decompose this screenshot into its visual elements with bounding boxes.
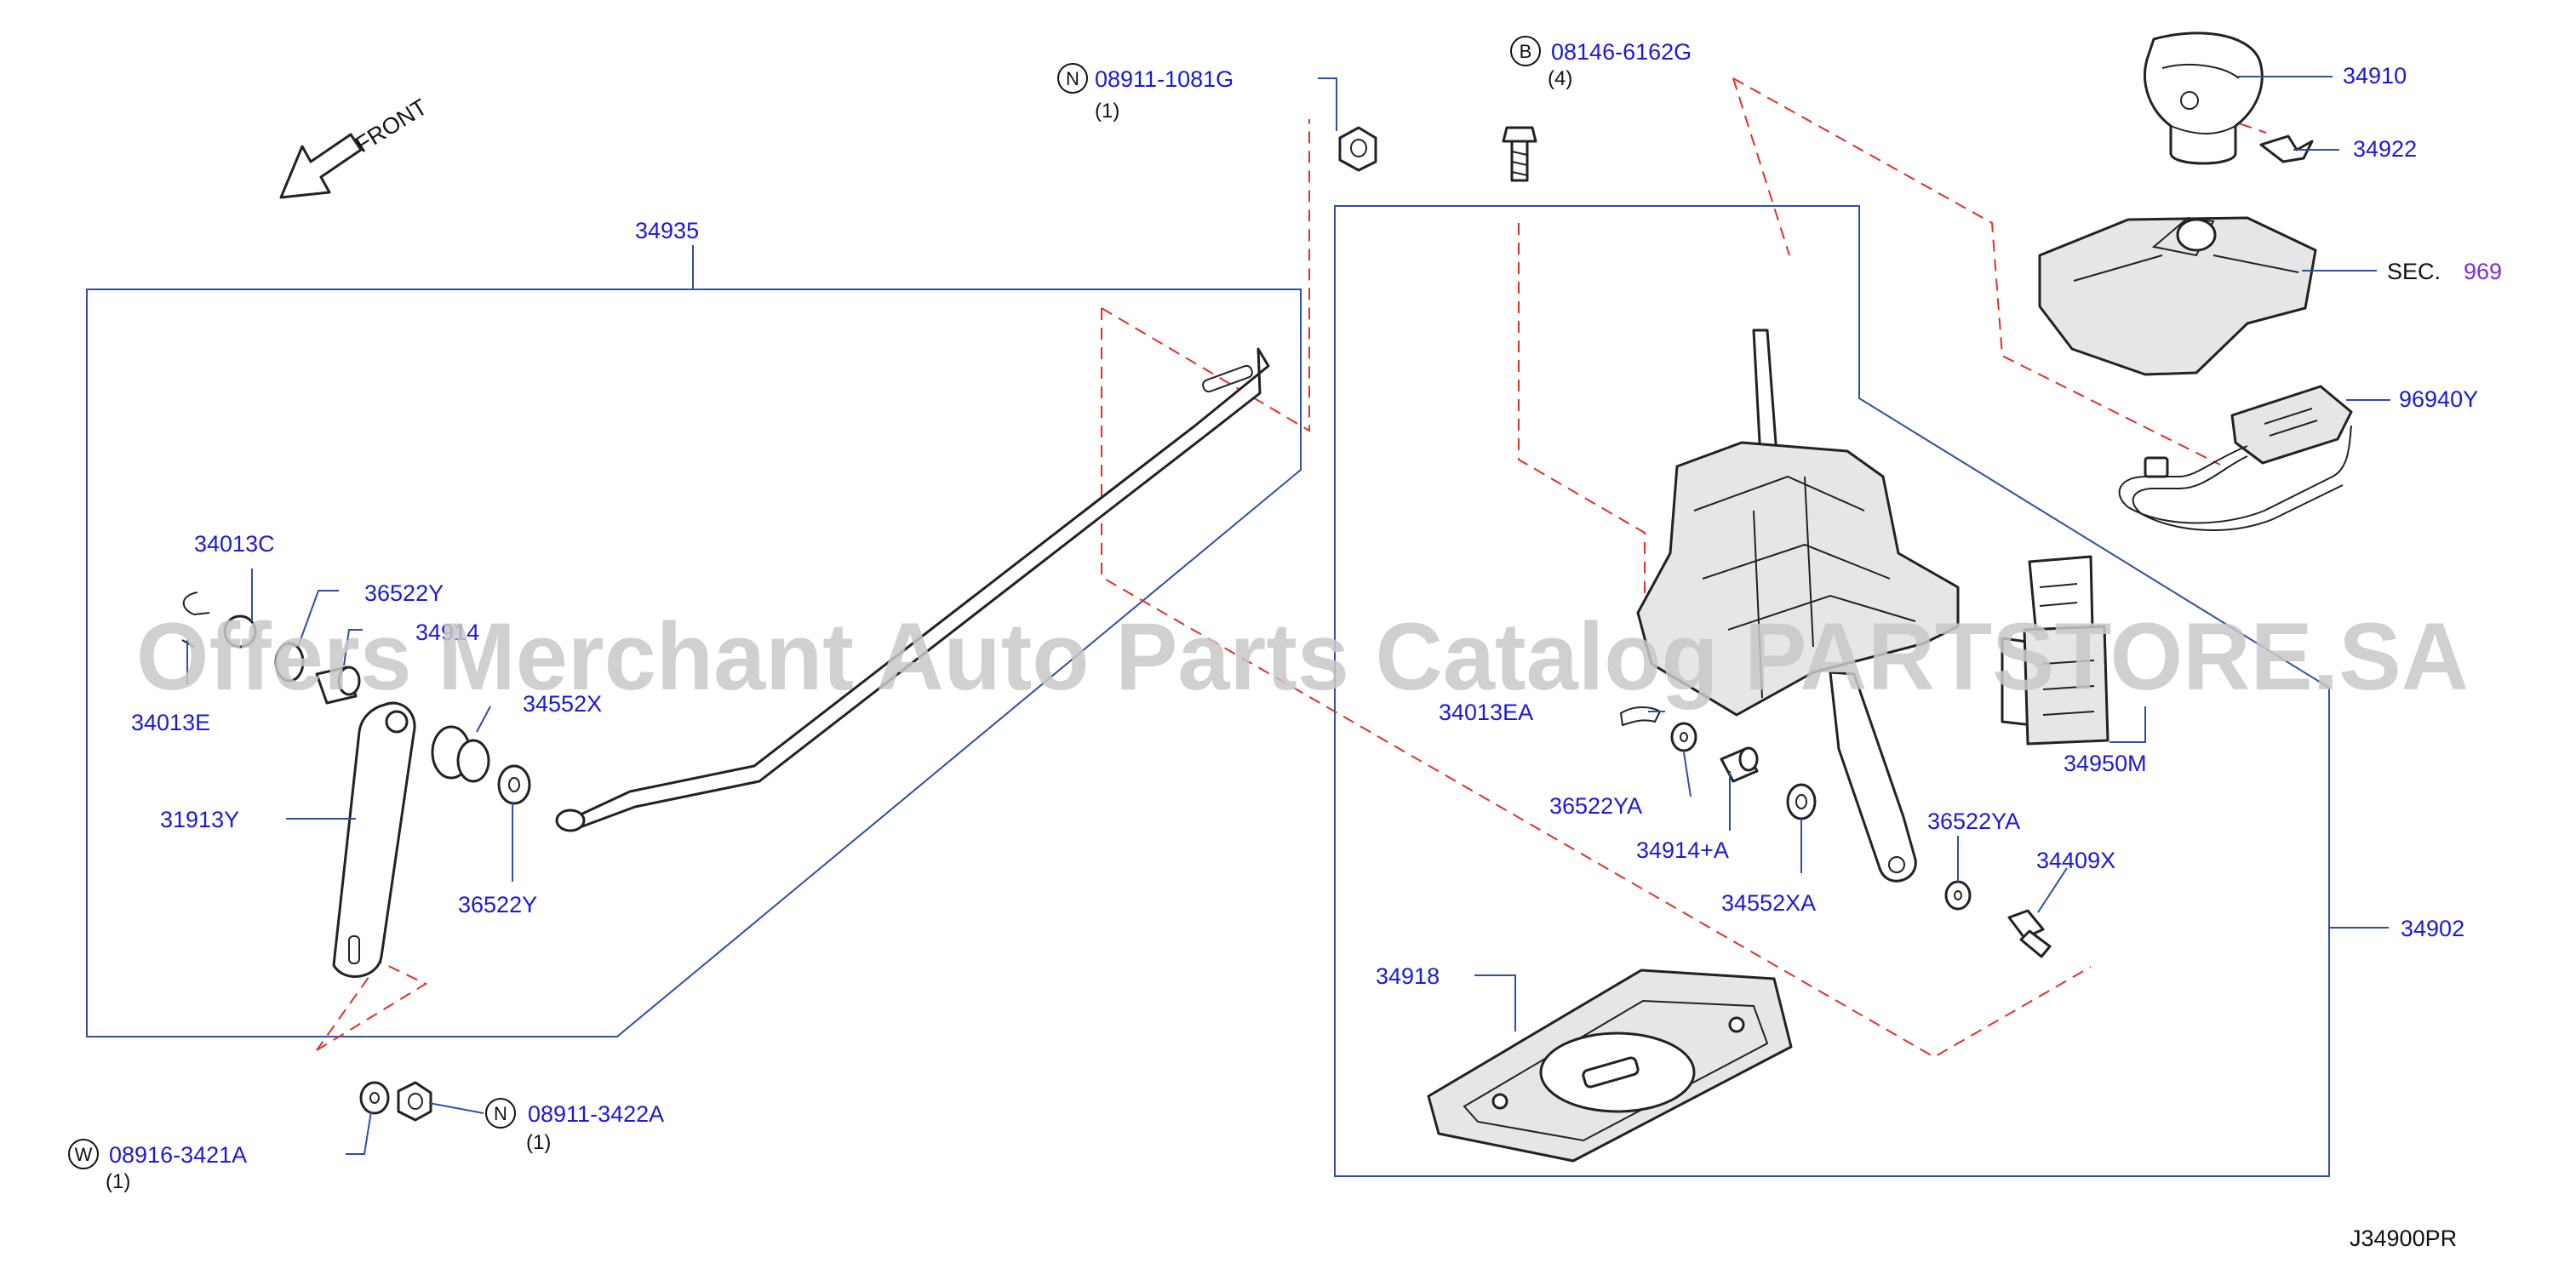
label-08911-3422A: 08911-3422A [528, 1101, 664, 1127]
label-34922: 34922 [2353, 136, 2417, 162]
label-34935: 34935 [635, 218, 699, 243]
shifter-mechanism [1636, 329, 1960, 883]
svg-text:B: B [1520, 41, 1532, 62]
label-969: 969 [2464, 259, 2502, 284]
qty-08911-1081G: (1) [1095, 100, 1119, 123]
label-34013C: 34013C [194, 531, 275, 557]
svg-text:W: W [75, 1144, 93, 1165]
label-34910: 34910 [2343, 63, 2407, 89]
label-08146-6162G: 08146-6162G [1551, 39, 1692, 65]
clip-34922 [2259, 134, 2314, 163]
label-34918: 34918 [1376, 963, 1440, 989]
control-rod-assembly-box [86, 245, 1302, 1037]
label-08911-1081G: 08911-1081G [1095, 66, 1234, 92]
shift-knob-34910 [2144, 31, 2264, 165]
qty-08146-6162G: (4) [1548, 67, 1572, 90]
label-34552X: 34552X [523, 691, 602, 717]
label-34902: 34902 [2401, 916, 2464, 941]
label-34409X: 34409X [2036, 848, 2115, 873]
label-36522Y-bottom: 36522Y [458, 892, 537, 917]
label-34013EA: 34013EA [1439, 700, 1533, 725]
badge-w-bottom: W [68, 1139, 99, 1169]
label-34552XA: 34552XA [1721, 890, 1816, 916]
diagram-id: J34900PR [2350, 1226, 2457, 1251]
callout-labels: 34935 34013C 36522Y 34914 34013E 34552X … [109, 39, 2502, 1168]
watermark: Offers Merchant Auto Parts Catalog PARTS… [136, 603, 2469, 710]
top-bolt [1502, 126, 1537, 182]
badges: N B N W [68, 36, 1541, 1169]
front-label: FRONT [351, 94, 432, 157]
alignment-lines [316, 77, 2267, 1059]
svg-text:N: N [1066, 68, 1079, 89]
indicator-96940Y [2118, 385, 2353, 531]
label-34950M: 34950M [2064, 751, 2147, 776]
badge-n-top: N [1057, 63, 1088, 94]
qty-08916-3421A: (1) [106, 1170, 130, 1193]
label-96940Y: 96940Y [2399, 386, 2478, 412]
top-nut [1338, 126, 1377, 172]
control-rod [555, 347, 1270, 832]
left-small-parts [181, 591, 531, 805]
shifter-assembly-box [1334, 205, 2389, 1177]
svg-text:N: N [494, 1103, 507, 1124]
qty-08911-3422A: (1) [526, 1131, 551, 1154]
quantities: (1) (4) (1) (1) [106, 67, 1572, 1193]
label-08916-3421A: 08916-3421A [109, 1142, 247, 1168]
label-34013E: 34013E [131, 710, 210, 735]
badge-b-top: B [1510, 36, 1541, 66]
label-36522YA-left: 36522YA [1549, 793, 1642, 819]
leader-lines [186, 76, 2390, 1155]
bottom-nut-washer [359, 1081, 432, 1122]
label-34914: 34914 [415, 620, 479, 645]
label-36522YA-right: 36522YA [1927, 809, 2020, 834]
console-trim [2038, 216, 2317, 376]
badge-n-bottom: N [485, 1098, 516, 1129]
label-sec: SEC. [2387, 259, 2441, 284]
front-arrow: FRONT [279, 94, 432, 199]
label-31913Y: 31913Y [160, 807, 239, 832]
label-34914A: 34914+A [1636, 837, 1729, 863]
control-unit-34950M [2001, 555, 2109, 746]
base-plate-34918 [1427, 969, 1793, 1163]
label-36522Y-top: 36522Y [364, 580, 444, 606]
lever-31913Y [332, 701, 416, 978]
